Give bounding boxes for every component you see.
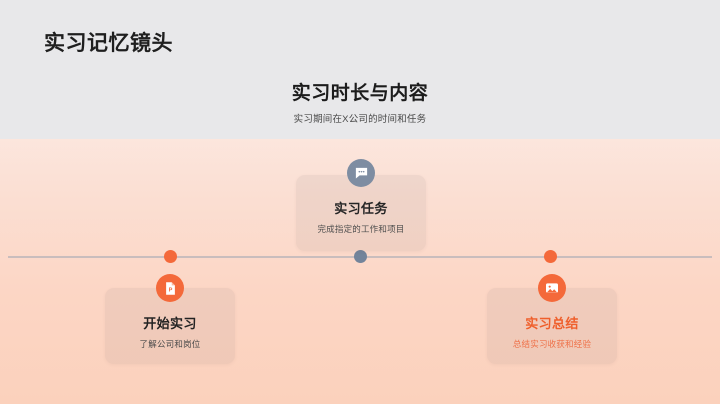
section-subtitle: 实习期间在X公司的时间和任务 <box>293 114 427 125</box>
section-heading: 实习时长与内容 实习期间在X公司的时间和任务 <box>0 78 720 125</box>
milestone-description: 总结实习收获和经验 <box>512 339 592 349</box>
milestone-title: 实习总结 <box>525 316 579 331</box>
section-title: 实习时长与内容 <box>291 83 429 104</box>
page-title: 实习记忆镜头 <box>44 32 173 55</box>
milestone-card[interactable] <box>296 175 426 251</box>
milestone-description: 完成指定的工作和项目 <box>317 224 405 234</box>
svg-text:P: P <box>168 287 172 293</box>
milestone-title: 开始实习 <box>143 316 197 331</box>
milestone-text: 实习总结 总结实习收获和经验 <box>487 313 617 350</box>
milestone-description: 了解公司和岗位 <box>139 339 201 349</box>
timeline-node-summary[interactable] <box>544 250 557 263</box>
header-band <box>0 0 720 139</box>
milestone-text: 实习任务 完成指定的工作和项目 <box>296 198 426 235</box>
image-picture-icon <box>538 274 566 302</box>
milestone-text: 开始实习 了解公司和岗位 <box>105 313 235 350</box>
timeline-node-start[interactable] <box>164 250 177 263</box>
milestone-title: 实习任务 <box>334 201 388 216</box>
document-p-icon: P <box>156 274 184 302</box>
timeline-node-task[interactable] <box>354 250 367 263</box>
chat-bubble-icon <box>347 159 375 187</box>
